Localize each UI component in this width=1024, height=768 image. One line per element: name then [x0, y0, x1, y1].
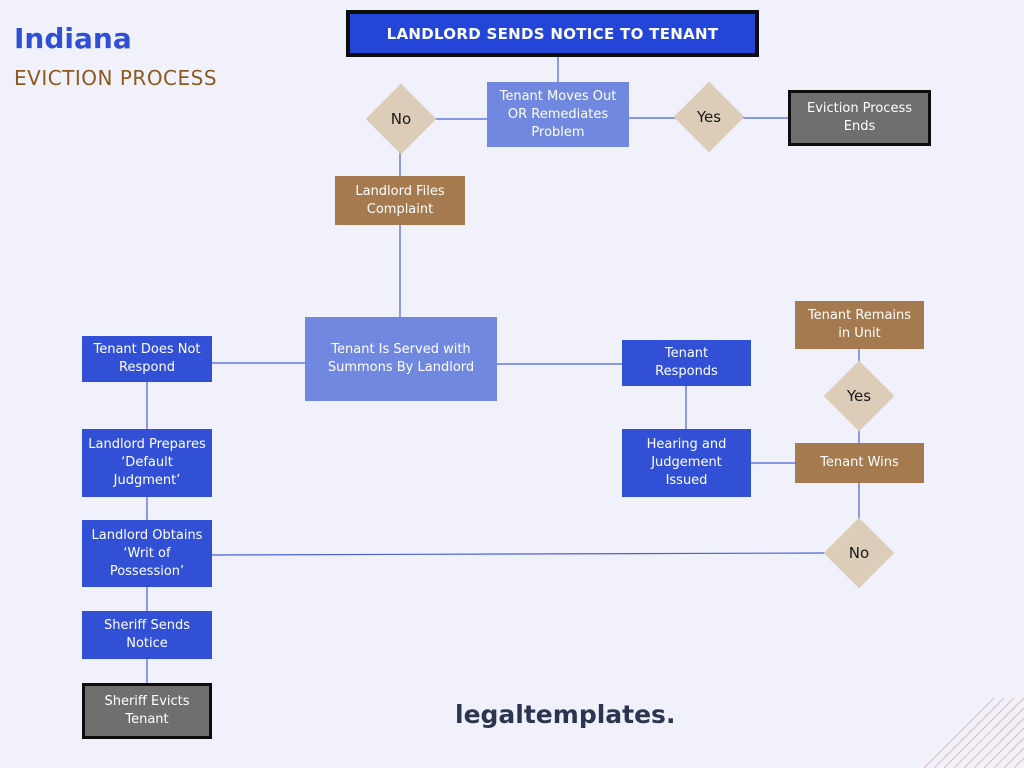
eviction-ends-box: Eviction Process Ends — [788, 90, 931, 146]
brand-logo: legaltemplates. — [455, 700, 676, 729]
connector — [210, 552, 827, 556]
landlord-files-box: Landlord Files Complaint — [335, 176, 465, 225]
sheriff-evicts-box: Sheriff Evicts Tenant — [82, 683, 212, 739]
decision-label-no-right: No — [848, 544, 870, 562]
page-title: Indiana — [14, 22, 132, 55]
sheriff-notice-box: Sheriff Sends Notice — [82, 611, 212, 659]
tenant-served-box: Tenant Is Served with Summons By Landlor… — [305, 317, 497, 401]
landlord-sends-notice-box: LANDLORD SENDS NOTICE TO TENANT — [346, 10, 759, 57]
tenant-responds-box: Tenant Responds — [622, 340, 751, 386]
writ-possession-box: Landlord Obtains ‘Writ of Possession’ — [82, 520, 212, 587]
tenant-not-respond-box: Tenant Does Not Respond — [82, 336, 212, 382]
tenant-moves-out-box: Tenant Moves Out OR Remediates Problem — [487, 82, 629, 147]
decision-label-yes-right: Yes — [846, 387, 872, 405]
page-subtitle: EVICTION PROCESS — [14, 66, 218, 90]
decision-label-yes-top: Yes — [696, 108, 722, 126]
tenant-wins-box: Tenant Wins — [795, 443, 924, 483]
hearing-box: Hearing and Judgement Issued — [622, 429, 751, 497]
decision-label-no-top: No — [390, 110, 412, 128]
default-judgment-box: Landlord Prepares ‘Default Judgment’ — [82, 429, 212, 497]
tenant-remains-box: Tenant Remains in Unit — [795, 301, 924, 349]
corner-hatch-decoration — [924, 698, 1024, 768]
